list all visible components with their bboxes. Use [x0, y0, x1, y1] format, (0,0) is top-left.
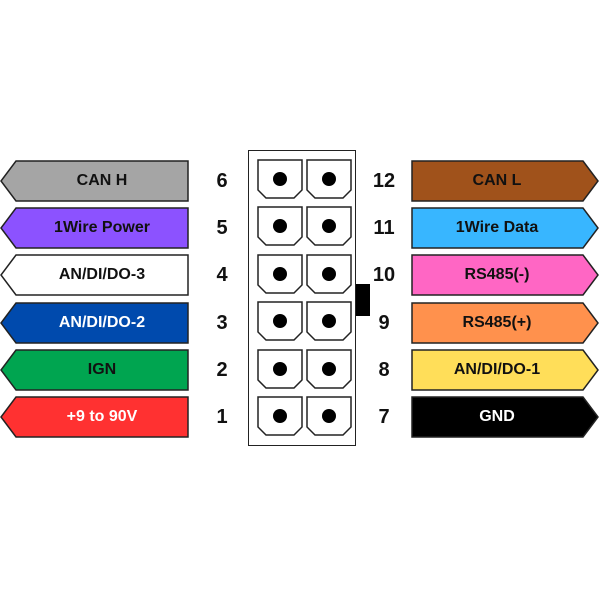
pin-socket-8 — [306, 348, 352, 389]
pin-3-label-text: AN/DI/DO-2 — [58, 313, 146, 331]
pin-9-label-text: RS485(+) — [462, 313, 532, 331]
pin-number-11: 11 — [373, 217, 395, 240]
pin-8-label: AN/DI/DO-1 — [411, 349, 599, 391]
pin-number-10: 10 — [372, 264, 396, 287]
pin-6-label-text: CAN H — [76, 172, 128, 189]
pin-contact-icon — [322, 172, 336, 186]
pin-3-arrow — [0, 301, 189, 344]
pin-contact-icon — [273, 314, 287, 329]
pin-number-2: 2 — [216, 358, 228, 381]
pin-contact-icon — [273, 172, 287, 186]
pin-contact-icon — [273, 266, 287, 281]
pin-contact-icon — [322, 219, 336, 234]
pin-7-label: GND — [411, 396, 599, 438]
pin-socket-7 — [306, 396, 352, 436]
pin-socket-11 — [306, 206, 352, 247]
pin-1-label-text: +9 to 90V — [66, 408, 138, 425]
pin-7-arrow — [411, 396, 599, 438]
pin-9-arrow — [411, 301, 599, 344]
pin-number-1: 1 — [216, 406, 228, 428]
pin-3-label: AN/DI/DO-2 — [0, 301, 189, 344]
pin-4-label: AN/DI/DO-3 — [0, 254, 189, 297]
pin-socket-10 — [306, 254, 352, 294]
pin-10-arrow — [411, 254, 599, 297]
pin-11-label: 1Wire Data — [411, 207, 599, 249]
pin-2-label-text: IGN — [87, 360, 117, 378]
pin-number-5: 5 — [216, 217, 228, 240]
pin-contact-icon — [322, 409, 336, 423]
pin-contact-icon — [322, 266, 336, 281]
pin-number-6: 6 — [216, 170, 228, 192]
pin-socket-2 — [257, 348, 303, 389]
pin-4-arrow — [0, 254, 189, 297]
pin-number-12: 12 — [372, 170, 396, 192]
pin-10-label: RS485(-) — [411, 254, 599, 297]
connector-housing — [248, 150, 356, 446]
pin-10-label-text: RS485(-) — [464, 266, 530, 284]
pin-contact-icon — [273, 219, 287, 234]
pin-7-label-text: GND — [479, 408, 515, 425]
pin-5-arrow — [0, 207, 189, 249]
pin-socket-12 — [306, 159, 352, 199]
pin-1-label: +9 to 90V — [0, 396, 189, 438]
pin-5-label-text: 1Wire Power — [54, 219, 150, 237]
pin-12-label: CAN L — [411, 160, 599, 202]
pin-number-4: 4 — [216, 264, 228, 287]
pin-socket-3 — [257, 301, 303, 341]
pin-5-label: 1Wire Power — [0, 207, 189, 249]
pin-socket-1 — [257, 396, 303, 436]
pin-8-label-text: AN/DI/DO-1 — [453, 360, 541, 378]
pin-12-label-text: CAN L — [472, 172, 522, 189]
pin-11-arrow — [411, 207, 599, 249]
pin-6-label: CAN H — [0, 160, 189, 202]
pin-9-label: RS485(+) — [411, 301, 599, 344]
pin-number-3: 3 — [216, 311, 228, 334]
pin-contact-icon — [322, 361, 336, 376]
pin-socket-5 — [257, 206, 303, 247]
pin-2-arrow — [0, 349, 189, 391]
pin-socket-4 — [257, 254, 303, 294]
pin-contact-icon — [322, 314, 336, 329]
pin-4-label-text: AN/DI/DO-3 — [58, 266, 146, 284]
pin-number-9: 9 — [378, 311, 390, 334]
pin-1-arrow — [0, 396, 189, 438]
pin-socket-6 — [257, 159, 303, 199]
connector-latch — [356, 284, 370, 316]
pin-socket-9 — [306, 301, 352, 341]
pin-11-label-text: 1Wire Data — [455, 219, 539, 237]
pin-number-8: 8 — [378, 358, 390, 381]
pin-8-arrow — [411, 349, 599, 391]
pin-contact-icon — [273, 361, 287, 376]
pin-number-7: 7 — [378, 406, 390, 428]
pin-2-label: IGN — [0, 349, 189, 391]
pin-12-arrow — [411, 160, 599, 202]
pin-6-arrow — [0, 160, 189, 202]
pin-contact-icon — [273, 409, 287, 423]
